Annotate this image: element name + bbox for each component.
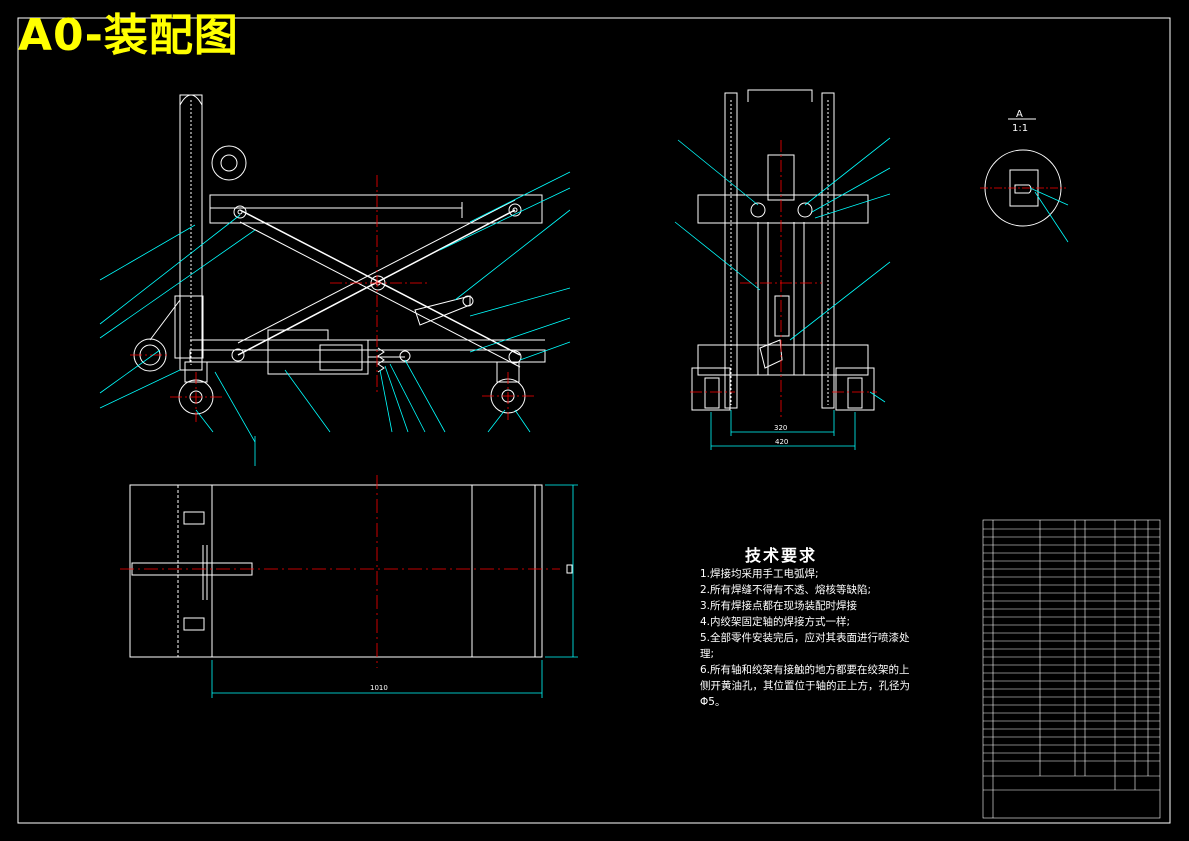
technical-requirements-heading: 技术要求 (745, 546, 818, 565)
requirement-item: 2.所有焊缝不得有不透、熔核等缺陷; (700, 584, 872, 596)
technical-requirements-list: 1.焊接均采用手工电弧焊; 2.所有焊缝不得有不透、熔核等缺陷; 3.所有焊接点… (700, 566, 910, 710)
detail-view-a (984, 118, 1062, 227)
plan-view-centerlines (120, 475, 560, 668)
side-view (133, 94, 546, 415)
front-view-leaders (674, 137, 891, 403)
parts-list (982, 519, 1161, 819)
plan-length-dim: 1010 (370, 684, 388, 692)
requirement-item: 3.所有焊接点都在现场装配时焊接 (700, 600, 858, 612)
requirement-item: 1.焊接均采用手工电弧焊; (700, 568, 819, 580)
front-view-dimensions (710, 410, 856, 450)
detail-view-a-leaders (1029, 187, 1069, 243)
plan-view (129, 484, 573, 658)
drawing-border (17, 17, 1171, 824)
detail-scale: 1:1 (1012, 123, 1028, 134)
requirement-item: 5.全部零件安装完后，应对其表面进行喷漆处理; (700, 632, 910, 660)
drawing-title: A0-装配图 (18, 10, 239, 61)
side-view-leaders (99, 171, 571, 466)
front-inner-width-dim: 320 (774, 424, 787, 432)
front-view (691, 89, 875, 411)
side-view-centerlines (130, 175, 534, 422)
front-view-centerlines (690, 140, 877, 420)
requirement-item: 4.内绞架固定轴的焊接方式一样; (700, 616, 851, 628)
detail-label: A (1016, 109, 1023, 120)
plan-view-dimensions (211, 484, 578, 698)
front-outer-width-dim: 420 (775, 438, 788, 446)
requirement-item: 6.所有轴和绞架有接触的地方都要在绞架的上侧开黄油孔，其位置位于轴的正上方，孔径… (700, 664, 910, 708)
